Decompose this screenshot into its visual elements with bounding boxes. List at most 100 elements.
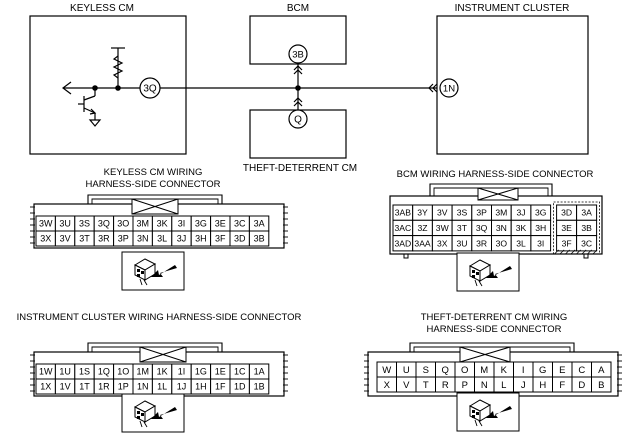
pin-label: J: [521, 380, 526, 391]
pin-cell: 3A: [576, 204, 598, 221]
pin-cell: 3F: [210, 230, 231, 247]
pin-label: I: [522, 365, 525, 376]
pin-label: 1K: [157, 367, 168, 377]
view-direction-icon: [456, 392, 520, 432]
pin-label: 1Q: [98, 367, 110, 377]
pin-cell: P: [454, 376, 475, 393]
pin-cell: 1X: [35, 378, 56, 395]
pin-cell: W: [376, 361, 397, 378]
pin-cell: 3T: [451, 219, 473, 237]
cluster-connector-title: INSTRUMENT CLUSTER WIRING HARNESS-SIDE C…: [17, 312, 302, 323]
pin-cell: 3X: [431, 235, 453, 252]
pin-label: 3Y: [417, 208, 428, 218]
pin-cell: 3X: [35, 230, 56, 247]
pin-cell: 3E: [210, 215, 231, 232]
pin-cell: 1C: [229, 363, 250, 380]
ground-symbol: [88, 119, 102, 127]
keyway-x-box: [459, 346, 511, 363]
pin-label: 3P: [476, 208, 487, 218]
pin-label: 3T: [457, 223, 468, 233]
pin-cell: 1S: [74, 363, 95, 380]
pin-cell: 3I: [171, 215, 192, 232]
pin-cell: 3N: [132, 230, 153, 247]
pin-label: F: [559, 380, 565, 391]
pin-label: 3D: [561, 208, 572, 218]
bcm-junction: [295, 85, 301, 91]
pin-cell: R: [435, 376, 456, 393]
pin-cell: G: [532, 361, 553, 378]
pin-label: 1P: [118, 382, 129, 392]
pin-label: 3T: [79, 234, 90, 244]
pin-cell: M: [474, 361, 495, 378]
pin-cell: 3AD: [392, 235, 414, 252]
pin-label: W: [382, 365, 391, 376]
pin-label: 1L: [157, 382, 167, 392]
pin-cell: 1D: [229, 378, 250, 395]
pin-cell: 1L: [151, 378, 173, 395]
pin-cell: 3H: [190, 230, 212, 247]
pin-cell: 3H: [530, 219, 552, 237]
pin-label: 1F: [215, 382, 226, 392]
pin-cell: 3Q: [93, 215, 115, 232]
pin-label: 3V: [437, 208, 448, 218]
pin-cell: 1H: [190, 378, 212, 395]
pin-label: 1I: [178, 367, 186, 377]
pin-label: C: [578, 365, 585, 376]
pin-cell: 3O: [113, 215, 134, 232]
pin-label: L: [501, 380, 506, 391]
pin-cell: 3T: [74, 230, 95, 247]
pin-label: V: [403, 380, 410, 391]
pin-cell: 3AA: [412, 235, 433, 252]
pin-cell: 1J: [171, 378, 192, 395]
pin-cell: 3Z: [412, 219, 433, 237]
pin-cell: O: [454, 361, 475, 378]
pin-label: 1G: [195, 367, 207, 377]
pin-cell: 1O: [113, 363, 134, 380]
connector-latch: [429, 183, 553, 196]
instrument-cluster-box: [436, 15, 589, 155]
pin-cell: 3G: [530, 204, 552, 221]
pin-label: 3V: [60, 234, 71, 244]
pin-cell: 3G: [190, 215, 212, 232]
pin-cell: 3AC: [392, 219, 414, 237]
pin-cell: 1R: [93, 378, 115, 395]
pin-cell: 3V: [54, 230, 76, 247]
pin-label: 3W: [436, 223, 450, 233]
pin-label: 3G: [195, 219, 207, 229]
resistor: [112, 55, 124, 79]
pin-label: 1S: [79, 367, 90, 377]
terminal-label: 3B: [292, 50, 304, 61]
pin-label: 1U: [59, 367, 71, 377]
pin-cell: 1E: [210, 363, 231, 380]
pin-label: 3C: [234, 219, 246, 229]
pin-cell: 3S: [74, 215, 95, 232]
pin-cell: U: [396, 361, 417, 378]
pin-label: 3Z: [418, 223, 428, 233]
pin-cell: 3P: [471, 204, 492, 221]
terminal-theft: Q: [288, 109, 308, 129]
pin-label: 3AC: [394, 223, 411, 233]
pin-cell: 3U: [54, 215, 76, 232]
pin-label: 3K: [157, 219, 168, 229]
pin-cell: N: [474, 376, 495, 393]
pin-label: S: [423, 365, 429, 376]
pin-cell: 1A: [248, 363, 270, 380]
bcm-connector-title: BCM WIRING HARNESS-SIDE CONNECTOR: [397, 169, 594, 180]
terminal-keyless: 3Q: [139, 77, 161, 99]
pin-label: 3X: [40, 234, 51, 244]
pin-cell: 3J: [171, 230, 192, 247]
pin-cell: 1U: [54, 363, 76, 380]
pin-cell: 1G: [190, 363, 212, 380]
pin-cell: 1N: [132, 378, 153, 395]
pin-cell: 3R: [471, 235, 492, 252]
pin-cell: 3L: [151, 230, 173, 247]
pin-label: 3J: [177, 234, 187, 244]
pin-label: 1D: [234, 382, 246, 392]
pin-label: 1V: [60, 382, 71, 392]
pin-label: 3E: [215, 219, 226, 229]
keyway-x-box: [131, 198, 179, 215]
pin-cell: 3O: [491, 235, 512, 252]
